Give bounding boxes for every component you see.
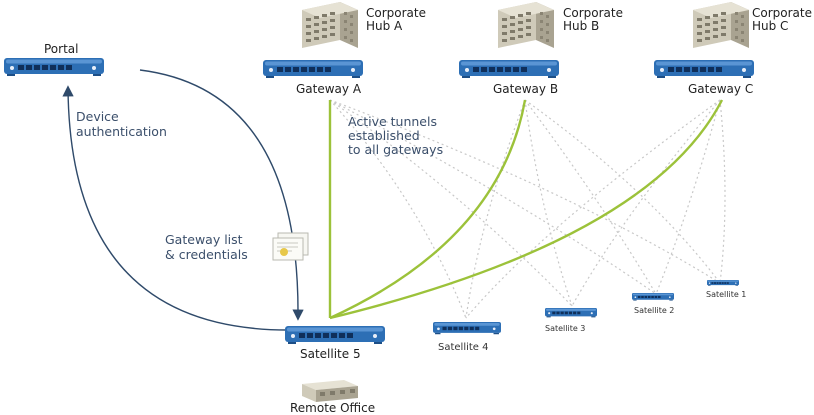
corporate-hub-c-building (693, 2, 749, 48)
active-tunnels-label-line3: to all gateways (348, 142, 443, 157)
device-authentication-label-line2: authentication (76, 124, 167, 139)
hub-b-label-line2: Hub B (563, 19, 599, 33)
satellite-2-label: Satellite 2 (634, 306, 674, 315)
corporate-hub-b-building (498, 2, 554, 48)
hub-b-label-line1: Corporate (563, 6, 623, 20)
remote-office-building (302, 380, 358, 402)
hub-c-label-line2: Hub C (752, 19, 788, 33)
gateway-list-arrow (139, 69, 304, 321)
satellite-1-device[interactable] (707, 280, 739, 286)
device-authentication-arrow (62, 85, 289, 331)
gateway-a-label: Gateway A (296, 82, 362, 96)
satellite-4-label: Satellite 4 (438, 342, 489, 353)
portal-device[interactable] (4, 58, 104, 76)
satellite-5-device[interactable] (285, 326, 385, 344)
remote-office-label: Remote Office (290, 401, 375, 415)
satellite-3-label: Satellite 3 (545, 324, 585, 333)
satellite-2-device[interactable] (632, 293, 674, 301)
credentials-document-icon (272, 232, 309, 261)
active-tunnels-label-line1: Active tunnels (348, 114, 437, 129)
gateway-list-label-line2: & credentials (165, 247, 248, 262)
gateway-b-label: Gateway B (493, 82, 558, 96)
active-tunnels-label-line2: established (348, 128, 420, 143)
satellite-3-device[interactable] (545, 308, 597, 318)
gateway-b-device[interactable] (459, 60, 559, 78)
satellite-1-label: Satellite 1 (706, 290, 746, 299)
hub-a-label-line1: Corporate (366, 6, 426, 20)
hub-a-label-line2: Hub A (366, 19, 403, 33)
standby-tunnel-links (329, 99, 726, 319)
gateway-c-device[interactable] (654, 60, 754, 78)
authentication-flows (62, 69, 304, 331)
gateway-a-device[interactable] (263, 60, 363, 78)
device-authentication-label-line1: Device (76, 109, 119, 124)
corporate-hub-a-building (302, 2, 358, 48)
gateway-list-label-line1: Gateway list (165, 232, 243, 247)
satellite-4-device[interactable] (433, 322, 501, 335)
portal-label: Portal (44, 42, 78, 56)
gateway-c-label: Gateway C (688, 82, 753, 96)
active-tunnel-links (328, 99, 724, 320)
satellite-5-label: Satellite 5 (300, 347, 361, 361)
hub-c-label-line1: Corporate (752, 6, 812, 20)
